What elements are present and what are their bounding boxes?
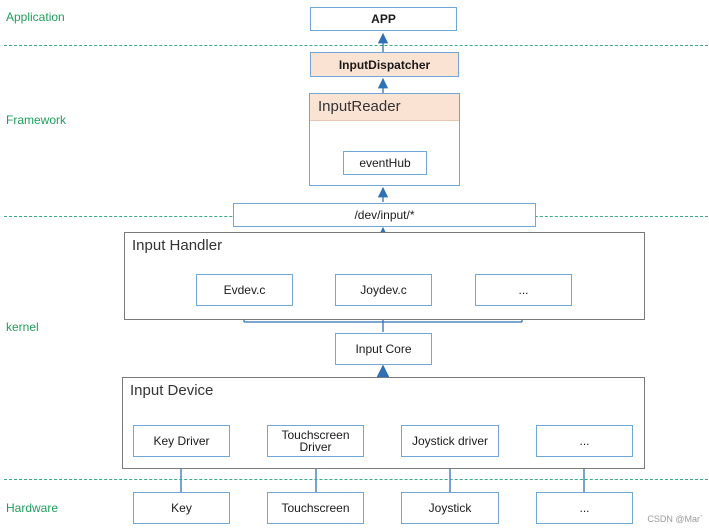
input-reader-title: InputReader	[318, 98, 401, 115]
node-hardware-more: ...	[536, 492, 633, 524]
watermark: CSDN @Mar`	[647, 514, 703, 524]
node-touchscreen: Touchscreen	[267, 492, 364, 524]
node-touchscreen-driver: Touchscreen Driver	[267, 425, 364, 457]
node-evdev: Evdev.c	[196, 274, 293, 306]
layer-label-application: Application	[6, 10, 65, 24]
node-joydev: Joydev.c	[335, 274, 432, 306]
layer-label-framework: Framework	[6, 113, 67, 127]
node-joystick: Joystick	[401, 492, 499, 524]
node-handler-more: ...	[475, 274, 572, 306]
node-device-more: ...	[536, 425, 633, 457]
node-dev-input: /dev/input/*	[233, 203, 536, 227]
separator-application-framework	[4, 45, 708, 46]
node-key-driver: Key Driver	[133, 425, 230, 457]
node-input-reader: InputReader eventHub	[309, 93, 460, 186]
node-key: Key	[133, 492, 230, 524]
layer-label-hardware: Hardware	[6, 501, 59, 515]
node-input-core: Input Core	[335, 333, 432, 365]
input-handler-title: Input Handler	[132, 237, 223, 254]
node-input-dispatcher: InputDispatcher	[310, 52, 459, 77]
node-joystick-driver: Joystick driver	[401, 425, 499, 457]
separator-kernel-hardware	[4, 479, 708, 480]
input-device-title: Input Device	[130, 382, 214, 399]
node-app: APP	[310, 7, 457, 31]
input-reader-header: InputReader	[310, 94, 459, 121]
layer-label-kernel: kernel	[6, 320, 39, 334]
node-event-hub: eventHub	[343, 151, 427, 175]
